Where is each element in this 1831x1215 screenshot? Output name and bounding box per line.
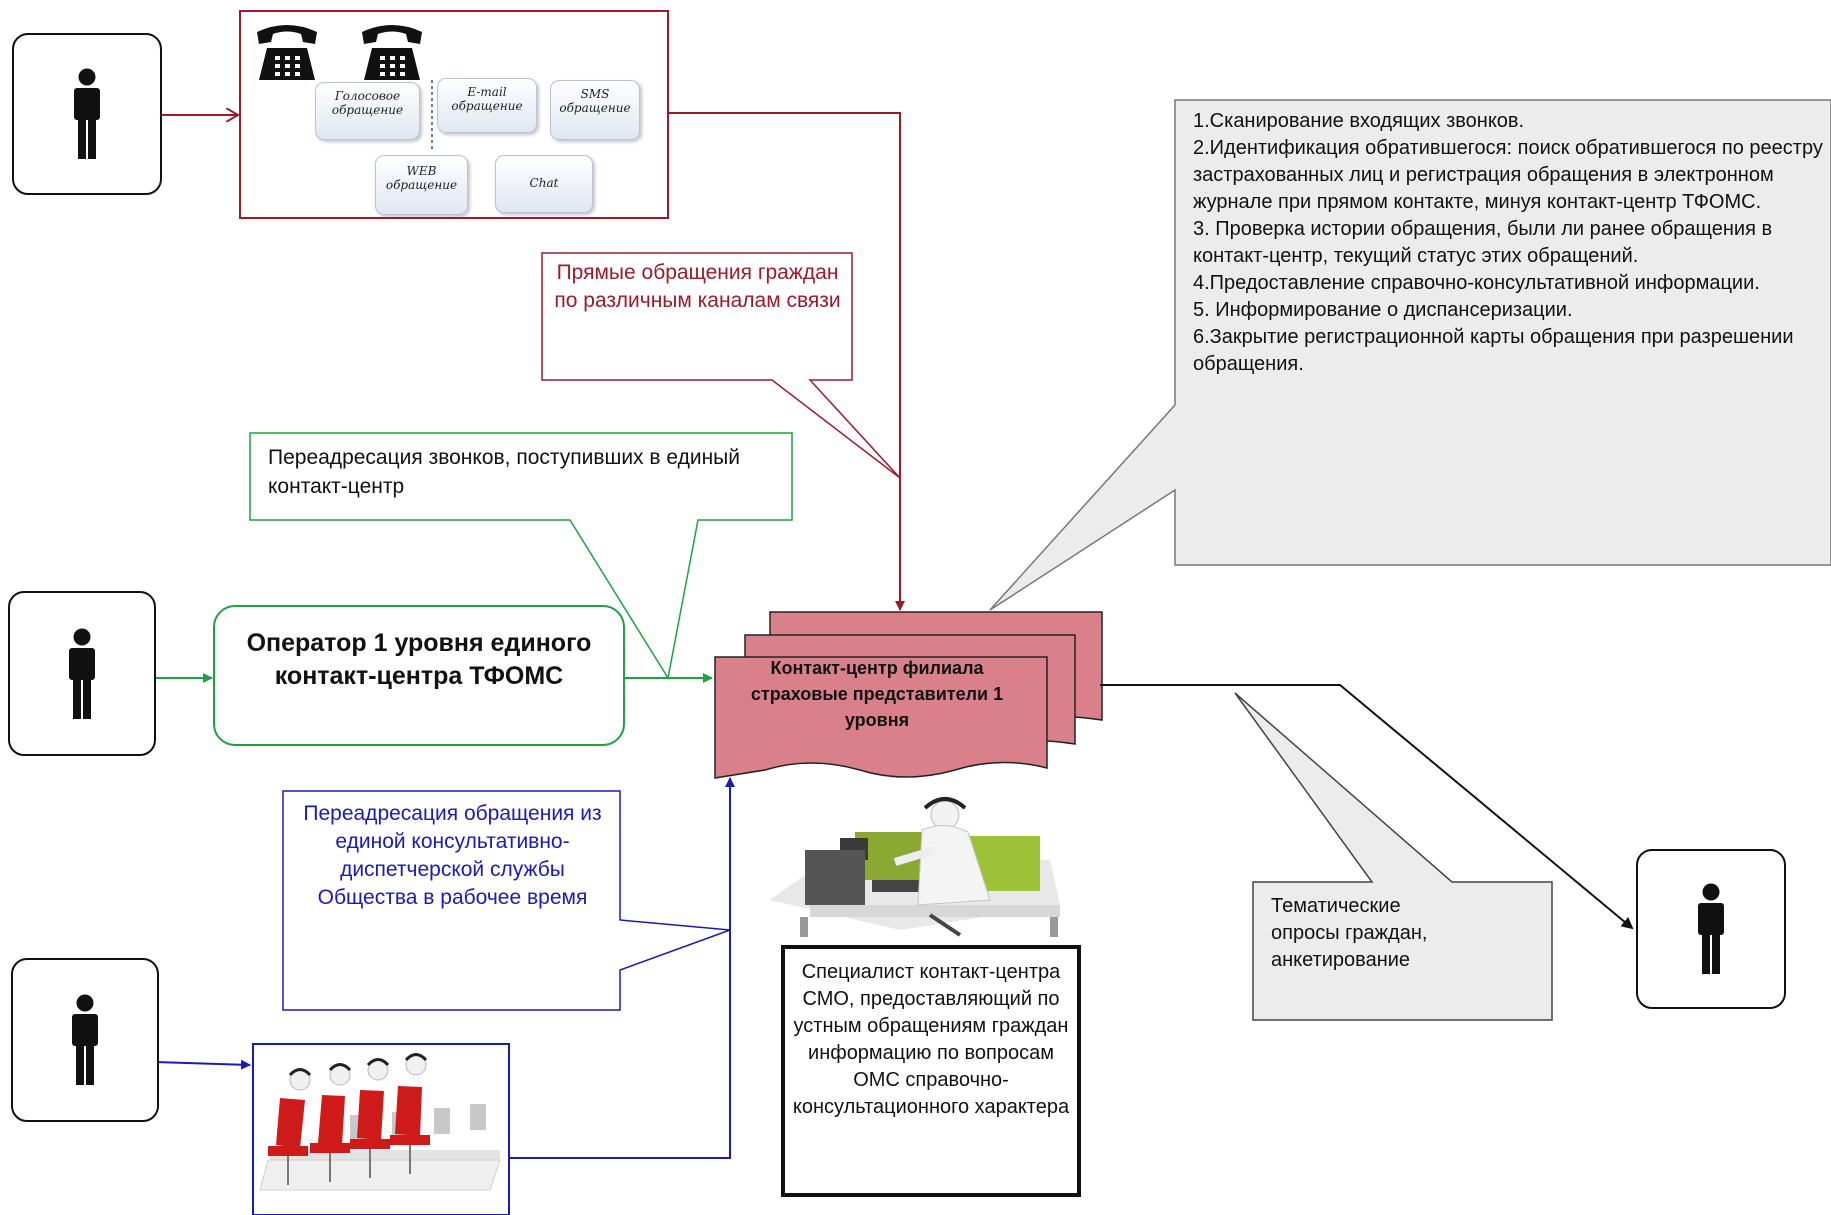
function-item: 6.Закрытие регистрационной карты обращен… (1193, 326, 1794, 375)
arrow-contact-center-to-person4 (1100, 684, 1634, 930)
redirect-service-callout-shape (282, 790, 731, 1011)
channel-voice: Голосовое обращение (315, 82, 420, 140)
person-icon (74, 68, 100, 159)
functions-list: 1.Сканирование входящих звонков. 2.Идент… (1193, 108, 1823, 558)
function-item: 3. Проверка истории обращения, были ли р… (1193, 218, 1773, 267)
contact-center-document-stack (714, 611, 1103, 779)
function-item: 1.Сканирование входящих звонков. (1193, 110, 1525, 132)
person-icon (1698, 883, 1724, 974)
survey-callout-shape (1234, 692, 1553, 1021)
redirect-service-callout-text: Переадресация обращения из единой консул… (303, 802, 602, 909)
contact-center-label: Контакт-центр филиала страховые представ… (750, 658, 1004, 730)
person-2 (8, 591, 156, 756)
person-4 (1636, 849, 1786, 1009)
channel-email: E-mail обращение (437, 78, 537, 133)
survey-callout-text: Тематические опросы граждан, анкетирован… (1271, 895, 1428, 971)
specialist-label: Специалист контакт-центра СМО, предостав… (792, 961, 1070, 1118)
person-1 (12, 33, 162, 195)
arrow-person3-to-operators (154, 1059, 251, 1070)
person-3 (11, 958, 159, 1122)
direct-callout-text: Прямые обращения граждан по различным ка… (554, 261, 841, 312)
function-item: 4.Предоставление справочно-консультативн… (1193, 272, 1760, 294)
telephone-icon (257, 25, 317, 80)
arrow-channels-to-contact-center (668, 112, 905, 611)
operator-level1-box: Оператор 1 уровня единого контакт-центра… (213, 605, 625, 746)
channel-web: WEB обращение (375, 155, 468, 215)
functions-callout-shape (989, 99, 1831, 611)
call-center-operators-icon (259, 1053, 501, 1191)
channel-sms: SMS обращение (550, 80, 640, 140)
operator-level1-label: Оператор 1 уровня единого контакт-центра… (246, 629, 592, 690)
arrow-operators-to-contact-center (510, 777, 735, 1159)
function-item: 5. Информирование о диспансеризации. (1193, 299, 1573, 321)
telephone-icon (362, 25, 422, 80)
channel-chat: Chat (495, 155, 593, 213)
operator-workstation-icon (770, 797, 1060, 937)
direct-callout-shape (541, 252, 901, 479)
person-icon (72, 994, 98, 1085)
function-item: 2.Идентификация обратившегося: поиск обр… (1193, 137, 1823, 213)
redirect-calls-callout-shape (249, 432, 793, 681)
redirect-calls-callout-text: Переадресация звонков, поступивших в еди… (268, 446, 741, 498)
person-icon (69, 628, 95, 719)
specialist-box: Специалист контакт-центра СМО, предостав… (781, 945, 1081, 1197)
